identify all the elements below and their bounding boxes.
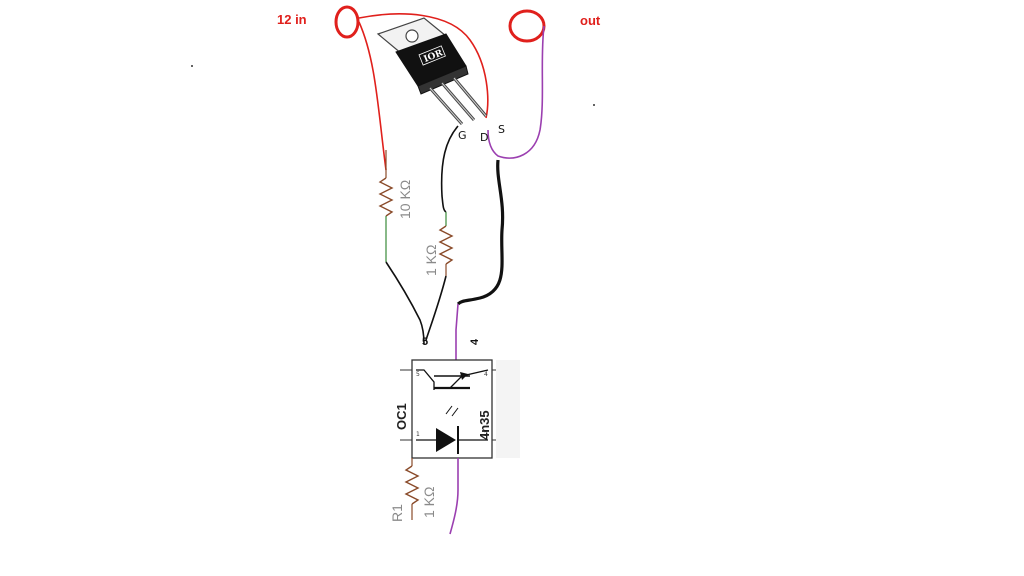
opto-transistor-collector [416,369,435,390]
optocoupler-part-label: 4n35 [477,410,492,440]
optocoupler: 5 4 1 2 [400,359,520,459]
opto-pin-small-2: 2 [484,431,488,438]
output-label: out [580,13,601,28]
opto-pin-small-1: 1 [416,431,420,438]
opto-light-arrow [451,407,459,417]
input-wire-down [358,21,387,171]
led-cathode-wire [449,458,459,535]
mosfet-lead-source-hi [453,77,487,117]
mosfet-tab-hole [405,29,419,43]
mosfet-transistor: IOR [376,17,488,125]
mosfet-lead-drain-hi [441,82,475,121]
opto-pin-small-4: 4 [484,371,488,378]
source-ground-wire [456,159,505,306]
r10k-label: 10 KΩ [397,180,413,219]
stray-dot [191,65,193,67]
mosfet-body-side [417,65,469,95]
opto-pin-small-5: 5 [416,371,420,378]
input-wire [358,13,489,119]
opto-pin-collector-label: 4 [469,338,481,345]
r1k-gate-label: 1 KΩ [423,245,439,276]
r1-name-label: R1 [389,504,405,522]
r10k-zigzag [378,177,394,217]
opto-led-triangle [436,428,456,452]
mosfet-pin-source-label: S [498,123,505,136]
r1-zigzag [404,465,420,505]
opto-pin-emitter-label: 5 [422,336,428,348]
mosfet-lead-gate-hi [429,87,463,125]
mosfet-pin-drain-label: D [480,131,488,144]
r1k-gate-zigzag [438,225,454,265]
opto-faint-shadow [496,360,520,458]
r1-value-label: 1 KΩ [421,487,437,518]
output-terminal-marker [508,9,546,43]
input-label: 12 in [277,12,307,27]
mosfet-pin-gate-label: G [458,129,467,142]
collector-wire [455,303,459,360]
output-wire [487,25,545,159]
input-terminal-marker [334,5,360,39]
optocoupler-body [411,359,493,459]
opto-light-arrow [445,405,453,415]
mosfet-logo-box [418,45,446,66]
emitter-wire-left [385,261,425,345]
gate-wire [440,125,459,213]
opto-transistor-arrow [460,372,468,380]
stray-dot [593,104,595,106]
emitter-wire-right [425,275,447,341]
optocoupler-name-label: OC1 [394,403,409,430]
